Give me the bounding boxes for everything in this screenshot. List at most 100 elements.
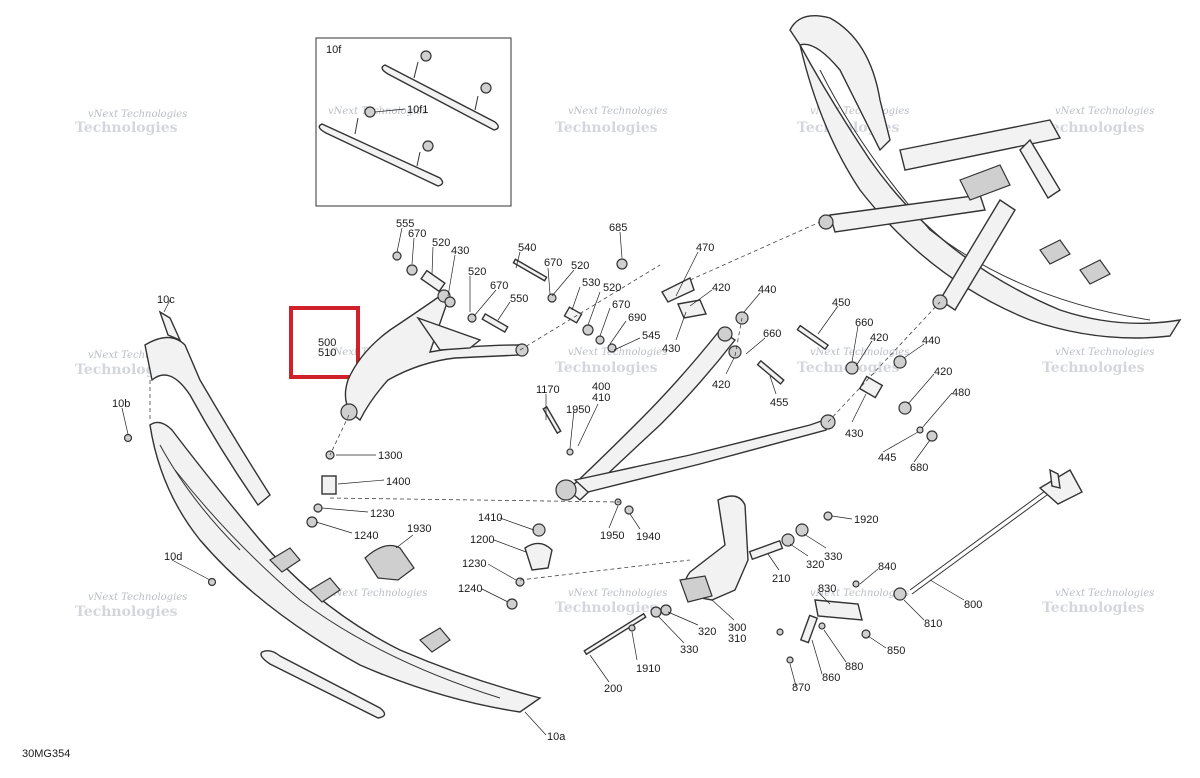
callout-310: 310 — [728, 633, 746, 645]
watermark: Technologies — [75, 120, 178, 136]
callout-840: 840 — [878, 561, 896, 573]
callout-10a: 10a — [547, 731, 566, 743]
watermark: vNext Technologies — [1055, 347, 1154, 358]
callout-550: 550 — [510, 293, 528, 305]
watermark: vNext Technologies — [1055, 588, 1154, 599]
callout-685: 685 — [609, 222, 627, 234]
callout-1240: 1240 — [354, 530, 378, 542]
callout-1230: 1230 — [462, 558, 486, 570]
watermark: vNext Technologies — [328, 588, 427, 599]
callout-555: 555 — [396, 218, 414, 230]
callout-455: 455 — [770, 397, 788, 409]
callout-440: 440 — [758, 284, 776, 296]
callout-860: 860 — [822, 672, 840, 684]
watermark: vNext Technologies — [810, 106, 909, 117]
tie-rod — [776, 468, 1083, 664]
left-ski — [123, 310, 542, 719]
callout-830: 830 — [818, 583, 836, 595]
callout-320: 320 — [806, 559, 824, 571]
ball-joint-stack — [306, 405, 634, 610]
callout-1930: 1930 — [407, 523, 431, 535]
watermark: vNext Technologies — [568, 347, 667, 358]
callout-1400: 1400 — [386, 476, 410, 488]
watermark: Technologies — [1042, 600, 1145, 616]
assembly-lines — [149, 221, 941, 581]
callout-10c: 10c — [157, 294, 175, 306]
callout-880: 880 — [845, 661, 863, 673]
callout-670: 670 — [408, 228, 426, 240]
highlight-label-500: 500 — [318, 337, 336, 349]
watermark: vNext Technologies — [568, 106, 667, 117]
callout-10d: 10d — [164, 551, 182, 563]
callout-1950: 1950 — [566, 404, 590, 416]
callout-440: 440 — [922, 335, 940, 347]
inset-10f: 10f 10f1 — [315, 37, 512, 207]
upper-a-arm — [340, 289, 529, 422]
figure-code: 30MG354 — [22, 748, 70, 760]
callout-1200: 1200 — [470, 534, 494, 546]
watermark: vNext Technologies — [810, 588, 909, 599]
watermark: Technologies — [555, 120, 658, 136]
callout-1240: 1240 — [458, 583, 482, 595]
callout-1910: 1910 — [636, 663, 660, 675]
callout-10b: 10b — [112, 398, 130, 410]
callout-530: 530 — [582, 277, 600, 289]
callout-520: 520 — [571, 260, 589, 272]
callout-1170: 1170 — [536, 384, 560, 396]
callout-200: 200 — [604, 683, 622, 695]
callout-810: 810 — [924, 618, 942, 630]
callout-320: 320 — [698, 626, 716, 638]
inset-sub-label: 10f1 — [407, 104, 428, 116]
watermark: vNext Technologies — [568, 588, 667, 599]
callout-420: 420 — [712, 379, 730, 391]
callout-800: 800 — [964, 599, 982, 611]
callout-1950: 1950 — [600, 530, 624, 542]
watermark: Technologies — [75, 604, 178, 620]
callout-1940: 1940 — [636, 531, 660, 543]
steering-arm — [583, 495, 833, 656]
callout-420: 420 — [870, 332, 888, 344]
right-ski — [789, 15, 1182, 339]
callout-545: 545 — [642, 330, 660, 342]
leader-lines — [121, 227, 965, 736]
callout-430: 430 — [845, 428, 863, 440]
callout-450: 450 — [832, 297, 850, 309]
watermark: Technologies — [555, 360, 658, 376]
watermark: vNext Technologies — [88, 592, 187, 603]
watermark: vNext Technologies — [88, 109, 187, 120]
inset-label: 10f — [326, 44, 342, 56]
callout-430: 430 — [662, 343, 680, 355]
watermark: Technologies — [1042, 360, 1145, 376]
callout-410: 410 — [592, 392, 610, 404]
watermark: vNext Technologies — [88, 350, 187, 361]
callout-520: 520 — [432, 237, 450, 249]
upper-hardware — [392, 251, 938, 442]
callout-520: 520 — [603, 282, 621, 294]
watermark: vNext Technologies — [810, 347, 909, 358]
callout-400: 400 — [592, 381, 610, 393]
callout-210: 210 — [772, 573, 790, 585]
callout-670: 670 — [612, 299, 630, 311]
callout-660: 660 — [763, 328, 781, 340]
callout-680: 680 — [910, 462, 928, 474]
callout-1410: 1410 — [478, 512, 502, 524]
callout-670: 670 — [544, 257, 562, 269]
callout-470: 470 — [696, 242, 714, 254]
callout-850: 850 — [887, 645, 905, 657]
callout-1920: 1920 — [854, 514, 878, 526]
watermark: Technologies — [1042, 120, 1145, 136]
callout-1230: 1230 — [370, 508, 394, 520]
callout-420: 420 — [934, 366, 952, 378]
highlight-500-510: 500 510 — [289, 306, 360, 379]
callout-430: 430 — [451, 245, 469, 257]
callout-540: 540 — [518, 242, 536, 254]
callout-1300: 1300 — [378, 450, 402, 462]
callout-870: 870 — [792, 682, 810, 694]
callout-330: 330 — [824, 551, 842, 563]
callout-445: 445 — [878, 452, 896, 464]
watermark: Technologies — [555, 600, 658, 616]
callout-420: 420 — [712, 282, 730, 294]
callout-labels: 10c 10b 10d 10a 555 670 520 430 540 670 … — [112, 218, 982, 743]
highlight-label-510: 510 — [318, 347, 336, 359]
